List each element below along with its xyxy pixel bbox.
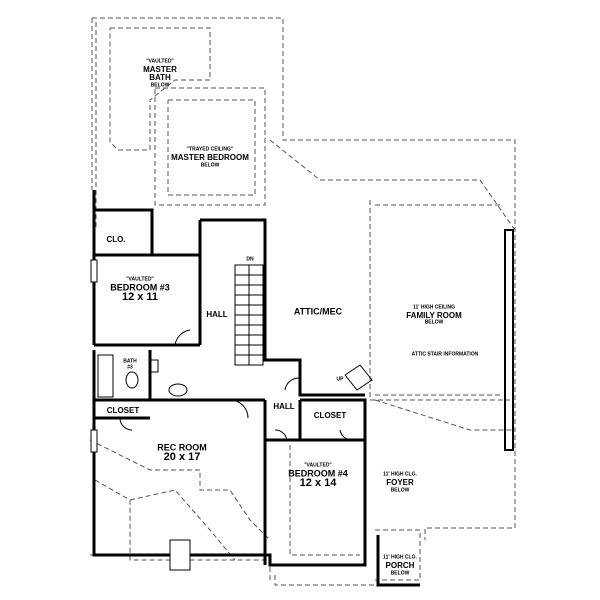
right-closet-label: CLOSET bbox=[313, 410, 347, 420]
bedroom4-name: BEDROOM #4 bbox=[288, 468, 348, 479]
master-bedroom-note: "TRAYED CEILING" bbox=[186, 146, 234, 153]
bath3-name-line2: #3 bbox=[127, 364, 133, 371]
bedroom3-size: 12 x 11 bbox=[121, 291, 159, 304]
attic-mec-label: ATTIC/MEC bbox=[293, 306, 343, 317]
family-room-note: 11' HIGH CEILING bbox=[412, 304, 456, 311]
foyer-sub: BELOW bbox=[390, 487, 410, 494]
stairs bbox=[234, 264, 373, 391]
door-swings bbox=[119, 329, 353, 441]
clo-label: CLO. bbox=[106, 234, 126, 244]
porch-note: 11' HIGH CLG. bbox=[383, 554, 417, 561]
master-bedroom-name: MASTER BEDROOM bbox=[171, 152, 249, 162]
left-closet-label: CLOSET bbox=[106, 405, 140, 415]
master-bath-note: "VAULTED" bbox=[146, 58, 174, 65]
rec-room-size: 20 x 17 bbox=[163, 451, 201, 464]
rec-room-name: REC ROOM bbox=[157, 442, 207, 453]
bath3-name-line1: BATH bbox=[123, 358, 137, 365]
porch-sub: BELOW bbox=[390, 570, 410, 577]
lower-hall-label: HALL bbox=[273, 401, 295, 411]
foyer-name: FOYER bbox=[386, 477, 414, 487]
bedroom4-size: 12 x 14 bbox=[299, 477, 337, 490]
bath-fixtures bbox=[97, 354, 188, 398]
master-bedroom-sub: BELOW bbox=[200, 162, 220, 169]
family-room-name: FAMILY ROOM bbox=[406, 310, 462, 320]
attic-stair-label: ATTIC STAIR INFORMATION bbox=[411, 351, 479, 358]
upper-hall-label: HALL bbox=[206, 309, 228, 319]
window-markers bbox=[90, 229, 514, 571]
stair-dn-label: DN bbox=[246, 256, 254, 263]
master-bath-name-line2: BATH bbox=[149, 72, 171, 82]
walls bbox=[92, 190, 420, 587]
family-room-sub: BELOW bbox=[424, 319, 444, 326]
bedroom4-note: "VAULTED" bbox=[304, 462, 332, 469]
master-bath-name-line1: MASTER bbox=[143, 64, 177, 74]
foyer-note: 11' HIGH CLG. bbox=[383, 471, 417, 478]
porch-name: PORCH bbox=[385, 560, 415, 570]
bedroom3-name: BEDROOM #3 bbox=[110, 282, 170, 293]
bedroom3-note: "VAULTED" bbox=[126, 276, 154, 283]
master-bath-sub: BELOW bbox=[150, 82, 170, 89]
stair-up-label: UP bbox=[336, 376, 344, 383]
